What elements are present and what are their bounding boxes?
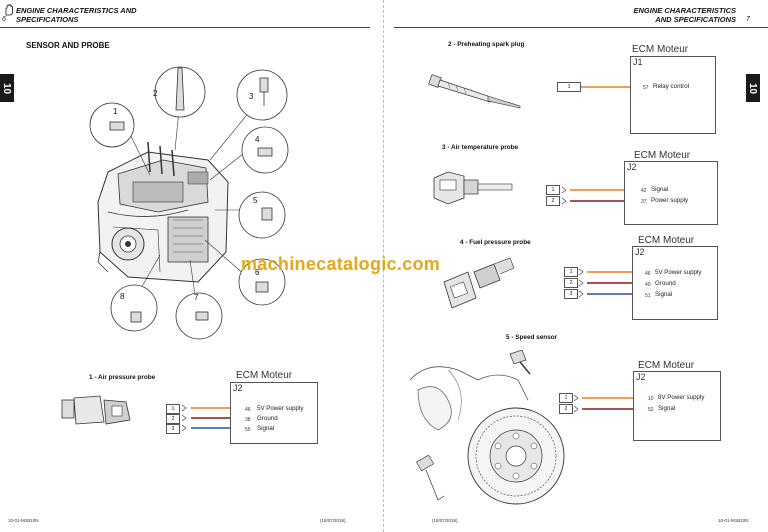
terminal-3: 3: [564, 289, 578, 299]
connector-label: J2: [636, 372, 646, 382]
callout-3: 3: [249, 92, 254, 101]
ecm-box: J1 57 Relay control: [630, 56, 716, 134]
signal-label: Ground: [655, 280, 676, 287]
callout-4: 4: [255, 135, 260, 144]
hand-icon: [5, 4, 13, 16]
callout-1: 1: [113, 107, 118, 116]
connector-label: J2: [635, 247, 645, 257]
signal-label: Power supply: [651, 197, 689, 204]
air-temp-probe-illustration: [433, 171, 513, 205]
speed-sensor-illustration: [509, 349, 531, 375]
signal-label: Signal: [655, 291, 673, 298]
terminal-2: 2: [546, 196, 560, 206]
air-pressure-caption: 1 - Air pressure probe: [89, 374, 156, 381]
terminal-1: 1: [557, 82, 581, 92]
pin-number: 57: [643, 85, 649, 91]
page-header: ENGINE CHARACTERISTICS AND SPECIFICATION…: [633, 6, 736, 24]
page-spine: [383, 0, 384, 532]
signal-label: 5V Power supply: [655, 269, 702, 276]
signal-label: Ground: [257, 415, 278, 422]
air-temp-caption: 3 - Air temperature probe: [442, 144, 519, 151]
page-header: ENGINE CHARACTERISTICS AND SPECIFICATION…: [16, 6, 137, 24]
ecm-box: J2 46 5V Power supply 40 Ground 51 Signa…: [632, 246, 718, 320]
left-page: ENGINE CHARACTERISTICS AND SPECIFICATION…: [0, 0, 380, 532]
pin-number: 46: [245, 407, 251, 413]
pin-number: 46: [645, 271, 651, 277]
glow-plug-illustration: [428, 74, 521, 109]
ecm-box: J2 42 Signal 37 Power supply: [624, 161, 718, 225]
fuel-pressure-caption: 4 - Fuel pressure probe: [460, 239, 531, 246]
header-rule: [0, 27, 370, 28]
terminal-2: 2: [564, 278, 578, 288]
footer-date: (15/07/2016): [432, 518, 458, 523]
right-page: ENGINE CHARACTERISTICS AND SPECIFICATION…: [388, 0, 768, 532]
header-rule: [394, 27, 768, 28]
ecm-title: ECM Moteur: [634, 150, 691, 161]
terminal-2: 2: [166, 414, 180, 424]
pin-number: 55: [245, 427, 251, 433]
signal-label: Relay control: [653, 83, 690, 90]
connector-label: J2: [233, 383, 243, 393]
glow-plug-caption: 2 - Preheating spark plug: [448, 41, 525, 48]
ecm-title: ECM Moteur: [638, 235, 695, 246]
terminal-3: 3: [166, 424, 180, 434]
pin-number: 38: [245, 417, 251, 423]
footer-doc-code: 10-01-M1B10N: [8, 518, 39, 523]
ecm-title: ECM Moteur: [236, 370, 293, 381]
callout-8: 8: [120, 292, 125, 301]
callout-5: 5: [253, 196, 258, 205]
watermark: machinecatalogic.com: [241, 254, 441, 274]
terminal-1: 1: [559, 393, 573, 403]
air-pressure-probe-illustration: [61, 395, 131, 425]
callout-2: 2: [153, 89, 158, 98]
pin-number: 37: [641, 199, 647, 205]
chapter-tab: 10: [0, 74, 14, 102]
footer-date: (15/07/2016): [320, 518, 346, 523]
signal-label: 5V Power supply: [257, 405, 304, 412]
pin-number: 42: [641, 188, 647, 194]
signal-label: Signal: [658, 405, 676, 412]
pin-number: 51: [645, 293, 651, 299]
callout-7: 7: [194, 293, 199, 302]
pin-number: 40: [645, 282, 651, 288]
speed-sensor-caption: 5 - Speed sensor: [506, 334, 558, 341]
chapter-tab: 10: [746, 74, 760, 102]
connector-label: J2: [627, 162, 637, 172]
ecm-box: J2 46 5V Power supply 38 Ground 55 Signa…: [230, 382, 318, 444]
terminal-1: 1: [546, 185, 560, 195]
ecm-title: ECM Moteur: [632, 44, 689, 55]
ecm-box: J2 10 8V Power supply 52 Signal: [633, 371, 721, 441]
ecm-title: ECM Moteur: [638, 360, 695, 371]
signal-label: Signal: [651, 186, 669, 193]
section-title: SENSOR AND PROBE: [26, 41, 110, 50]
pin-number: 10: [648, 396, 654, 402]
speed-sensor-wiring: [573, 394, 639, 413]
callout-6: 6: [255, 268, 260, 277]
crankshaft-illustration: [409, 366, 565, 505]
signal-label: 8V Power supply: [658, 394, 705, 401]
terminal-1: 1: [166, 404, 180, 414]
footer-doc-code: 10-01-M1B10N: [718, 518, 749, 523]
terminal-1: 1: [564, 267, 578, 277]
page-number: 6: [2, 16, 6, 23]
page-number: 7: [746, 16, 750, 23]
engine-illustration: [97, 141, 229, 283]
terminal-2: 2: [559, 404, 573, 414]
callout-leaders: 1 2 3 4 5 6 7 8: [89, 66, 289, 340]
connector-label: J1: [633, 57, 643, 67]
pin-number: 52: [648, 407, 654, 413]
fuel-pressure-probe-illustration: [443, 257, 515, 309]
signal-label: Signal: [257, 425, 275, 432]
